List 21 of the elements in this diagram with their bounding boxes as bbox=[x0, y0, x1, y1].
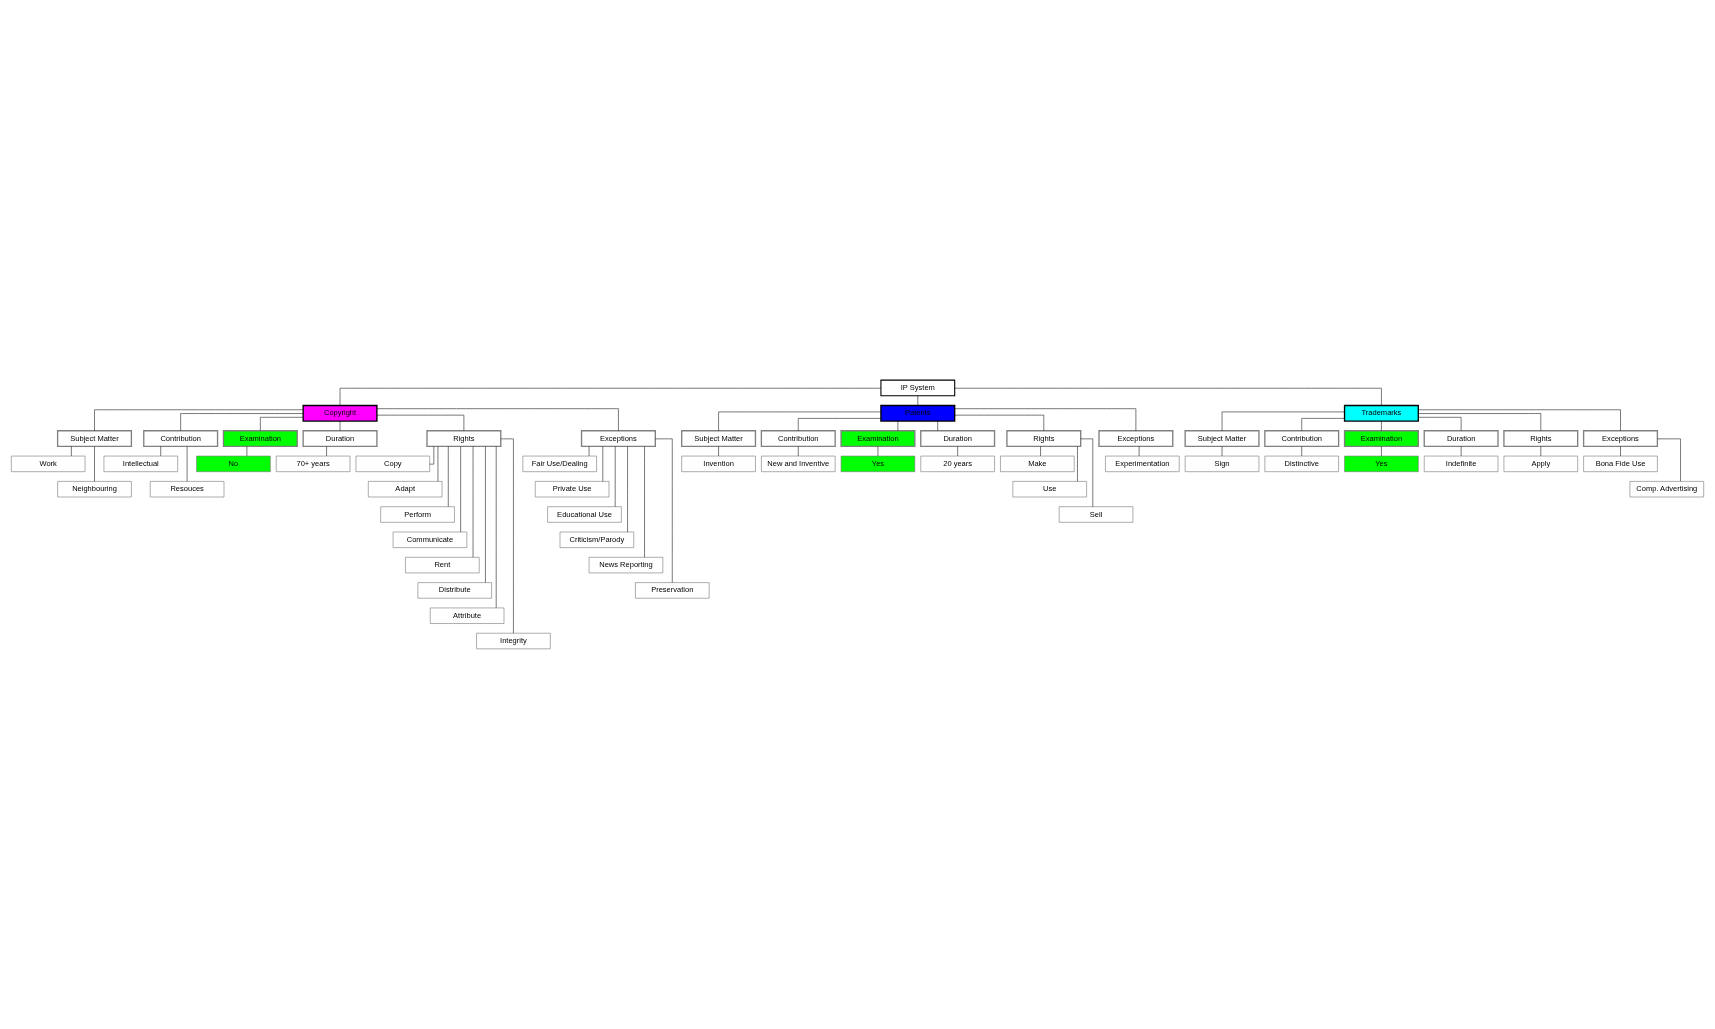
connector bbox=[339, 387, 882, 406]
connector bbox=[1301, 418, 1345, 431]
connector bbox=[954, 387, 1382, 406]
connector bbox=[954, 408, 1137, 431]
connector bbox=[1418, 409, 1621, 431]
connector bbox=[1418, 417, 1462, 431]
connector bbox=[718, 411, 882, 431]
connector bbox=[1221, 411, 1345, 431]
connector bbox=[1381, 420, 1382, 431]
connector bbox=[937, 420, 938, 431]
connector bbox=[94, 409, 304, 431]
connector bbox=[376, 408, 619, 431]
connector bbox=[1418, 413, 1542, 431]
connector bbox=[897, 420, 899, 431]
connector bbox=[376, 414, 465, 431]
connector bbox=[954, 414, 1045, 431]
connector bbox=[180, 413, 304, 431]
connector bbox=[917, 395, 919, 406]
connector bbox=[339, 420, 341, 431]
connector bbox=[798, 418, 882, 431]
connector bbox=[260, 417, 304, 431]
